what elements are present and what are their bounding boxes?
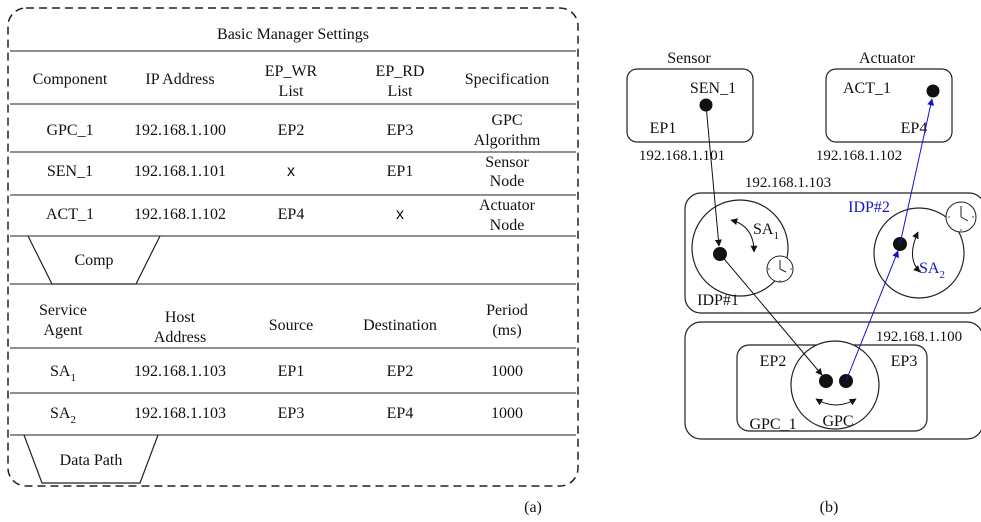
header-component: Component xyxy=(33,71,108,88)
header-ip-address: IP Address xyxy=(145,71,214,88)
cell-spec-1: GPC xyxy=(491,112,522,129)
sa-host-box xyxy=(684,192,981,314)
cell-host: 192.168.1.103 xyxy=(134,405,226,422)
header-source: Source xyxy=(269,317,313,334)
header-destination: Destination xyxy=(363,317,437,334)
header-specification: Specification xyxy=(465,71,549,88)
cell-agent: SA1 xyxy=(50,363,76,384)
cell-dest: EP2 xyxy=(387,363,414,380)
sen-node-label: SEN_1 xyxy=(690,80,736,97)
cell-component: ACT_1 xyxy=(46,206,94,223)
cell-dest: EP4 xyxy=(387,405,414,422)
actuator-label: Actuator xyxy=(859,50,916,67)
path-row-sa1: SA1 192.168.1.103 EP1 EP2 1000 xyxy=(50,363,523,384)
gpc-host-box xyxy=(684,321,981,440)
header-ep-wr-2: List xyxy=(279,83,304,100)
cell-ip: 192.168.1.100 xyxy=(134,122,226,139)
comp-row-gpc: GPC_1 192.168.1.100 EP2 EP3 GPC Algorith… xyxy=(46,112,540,149)
cell-ep-rd: EP3 xyxy=(387,122,414,139)
cell-component: GPC_1 xyxy=(46,122,93,139)
header-service-agent-2: Agent xyxy=(43,322,83,339)
sa1-circle xyxy=(691,199,789,297)
comp-row-sen: SEN_1 192.168.1.101 x EP1 Sensor Node xyxy=(47,154,530,190)
clock-icon xyxy=(766,255,794,283)
ep3-label: EP3 xyxy=(891,353,918,370)
header-ep-rd-2: List xyxy=(388,83,413,100)
ep4-label: EP4 xyxy=(901,120,928,137)
actuator-endpoint-dot xyxy=(926,84,940,98)
ip-actuator: 192.168.1.102 xyxy=(816,148,902,164)
cell-spec-2: Node xyxy=(490,217,525,234)
comp-row-act: ACT_1 192.168.1.102 EP4 x Actuator Node xyxy=(46,197,536,234)
cell-ip: 192.168.1.102 xyxy=(134,206,226,223)
cell-spec-1: Sensor xyxy=(485,154,529,171)
actuator-box xyxy=(825,68,953,143)
gpc-node-label: GPC_1 xyxy=(749,416,796,433)
panel-b: Sensor SEN_1 EP1 192.168.1.101 Actuator … xyxy=(626,50,981,516)
ip-sensor: 192.168.1.101 xyxy=(639,148,725,164)
comp-tag-label: Comp xyxy=(74,252,113,269)
cell-spec-2: Node xyxy=(490,173,525,190)
ep1-label: EP1 xyxy=(650,120,677,137)
sa2-circle xyxy=(873,207,965,299)
flow-arrow-sa1-to-gpc xyxy=(719,253,823,376)
panel-a-frame xyxy=(7,7,579,487)
gpc-label: GPC xyxy=(822,413,853,430)
gpc-endpoint-dot-ep2 xyxy=(819,374,833,388)
sa2-label: SA2 xyxy=(919,260,945,281)
flow-arrow-sen-to-sa1 xyxy=(705,104,722,247)
header-period-2: (ms) xyxy=(492,322,521,339)
header-service-agent: Service xyxy=(39,302,87,319)
panel-a: Basic Manager Settings Component IP Addr… xyxy=(7,7,579,516)
header-ep-wr: EP_WR xyxy=(265,63,318,80)
sa1-label: SA1 xyxy=(753,221,779,242)
header-host-address: Host xyxy=(165,309,196,326)
header-host-address-2: Address xyxy=(154,329,206,346)
idp2-label: IDP#2 xyxy=(848,199,890,216)
cell-host: 192.168.1.103 xyxy=(134,363,226,380)
path-row-sa2: SA2 192.168.1.103 EP3 EP4 1000 xyxy=(50,405,523,426)
act-node-label: ACT_1 xyxy=(843,80,891,97)
cell-spec-1: Actuator xyxy=(479,197,536,214)
comp-tag: Comp xyxy=(27,235,161,285)
flow-arrow-gpc-to-sa2 xyxy=(845,250,899,382)
cell-agent: SA2 xyxy=(50,405,76,426)
data-path-tag-label: Data Path xyxy=(60,452,123,469)
ep2-label: EP2 xyxy=(760,353,787,370)
sensor-label: Sensor xyxy=(667,50,711,67)
cell-period: 1000 xyxy=(491,363,523,380)
cell-spec-2: Algorithm xyxy=(474,132,541,149)
cell-ep-wr: EP2 xyxy=(278,122,305,139)
header-ep-rd: EP_RD xyxy=(376,63,425,80)
data-path-tag: Data Path xyxy=(23,434,159,484)
cell-ep-wr: EP4 xyxy=(278,206,305,223)
flow-arrow-sa2-to-act xyxy=(899,98,935,245)
cell-period: 1000 xyxy=(491,405,523,422)
clock-icon xyxy=(945,201,977,233)
panel-a-caption: (a) xyxy=(524,499,542,516)
panel-b-caption: (b) xyxy=(820,499,839,516)
cell-source: EP3 xyxy=(278,405,305,422)
cell-ep-rd: x xyxy=(396,206,404,223)
ip-gpc: 192.168.1.100 xyxy=(876,329,962,345)
path-table-header: Service Agent Host Address Source Destin… xyxy=(39,302,528,346)
sensor-box xyxy=(626,68,754,143)
comp-table-header: Component IP Address EP_WR List EP_RD Li… xyxy=(33,63,550,100)
ip-sa-host: 192.168.1.103 xyxy=(745,175,831,191)
gpc-circle xyxy=(790,340,880,430)
cell-component: SEN_1 xyxy=(47,163,93,180)
idp1-label: IDP#1 xyxy=(697,292,739,309)
header-period: Period xyxy=(486,302,528,319)
cell-ep-wr: x xyxy=(287,163,295,180)
cell-ip: 192.168.1.101 xyxy=(134,163,226,180)
panel-a-title: Basic Manager Settings xyxy=(217,26,369,43)
cell-source: EP1 xyxy=(278,363,305,380)
cell-ep-rd: EP1 xyxy=(387,163,414,180)
